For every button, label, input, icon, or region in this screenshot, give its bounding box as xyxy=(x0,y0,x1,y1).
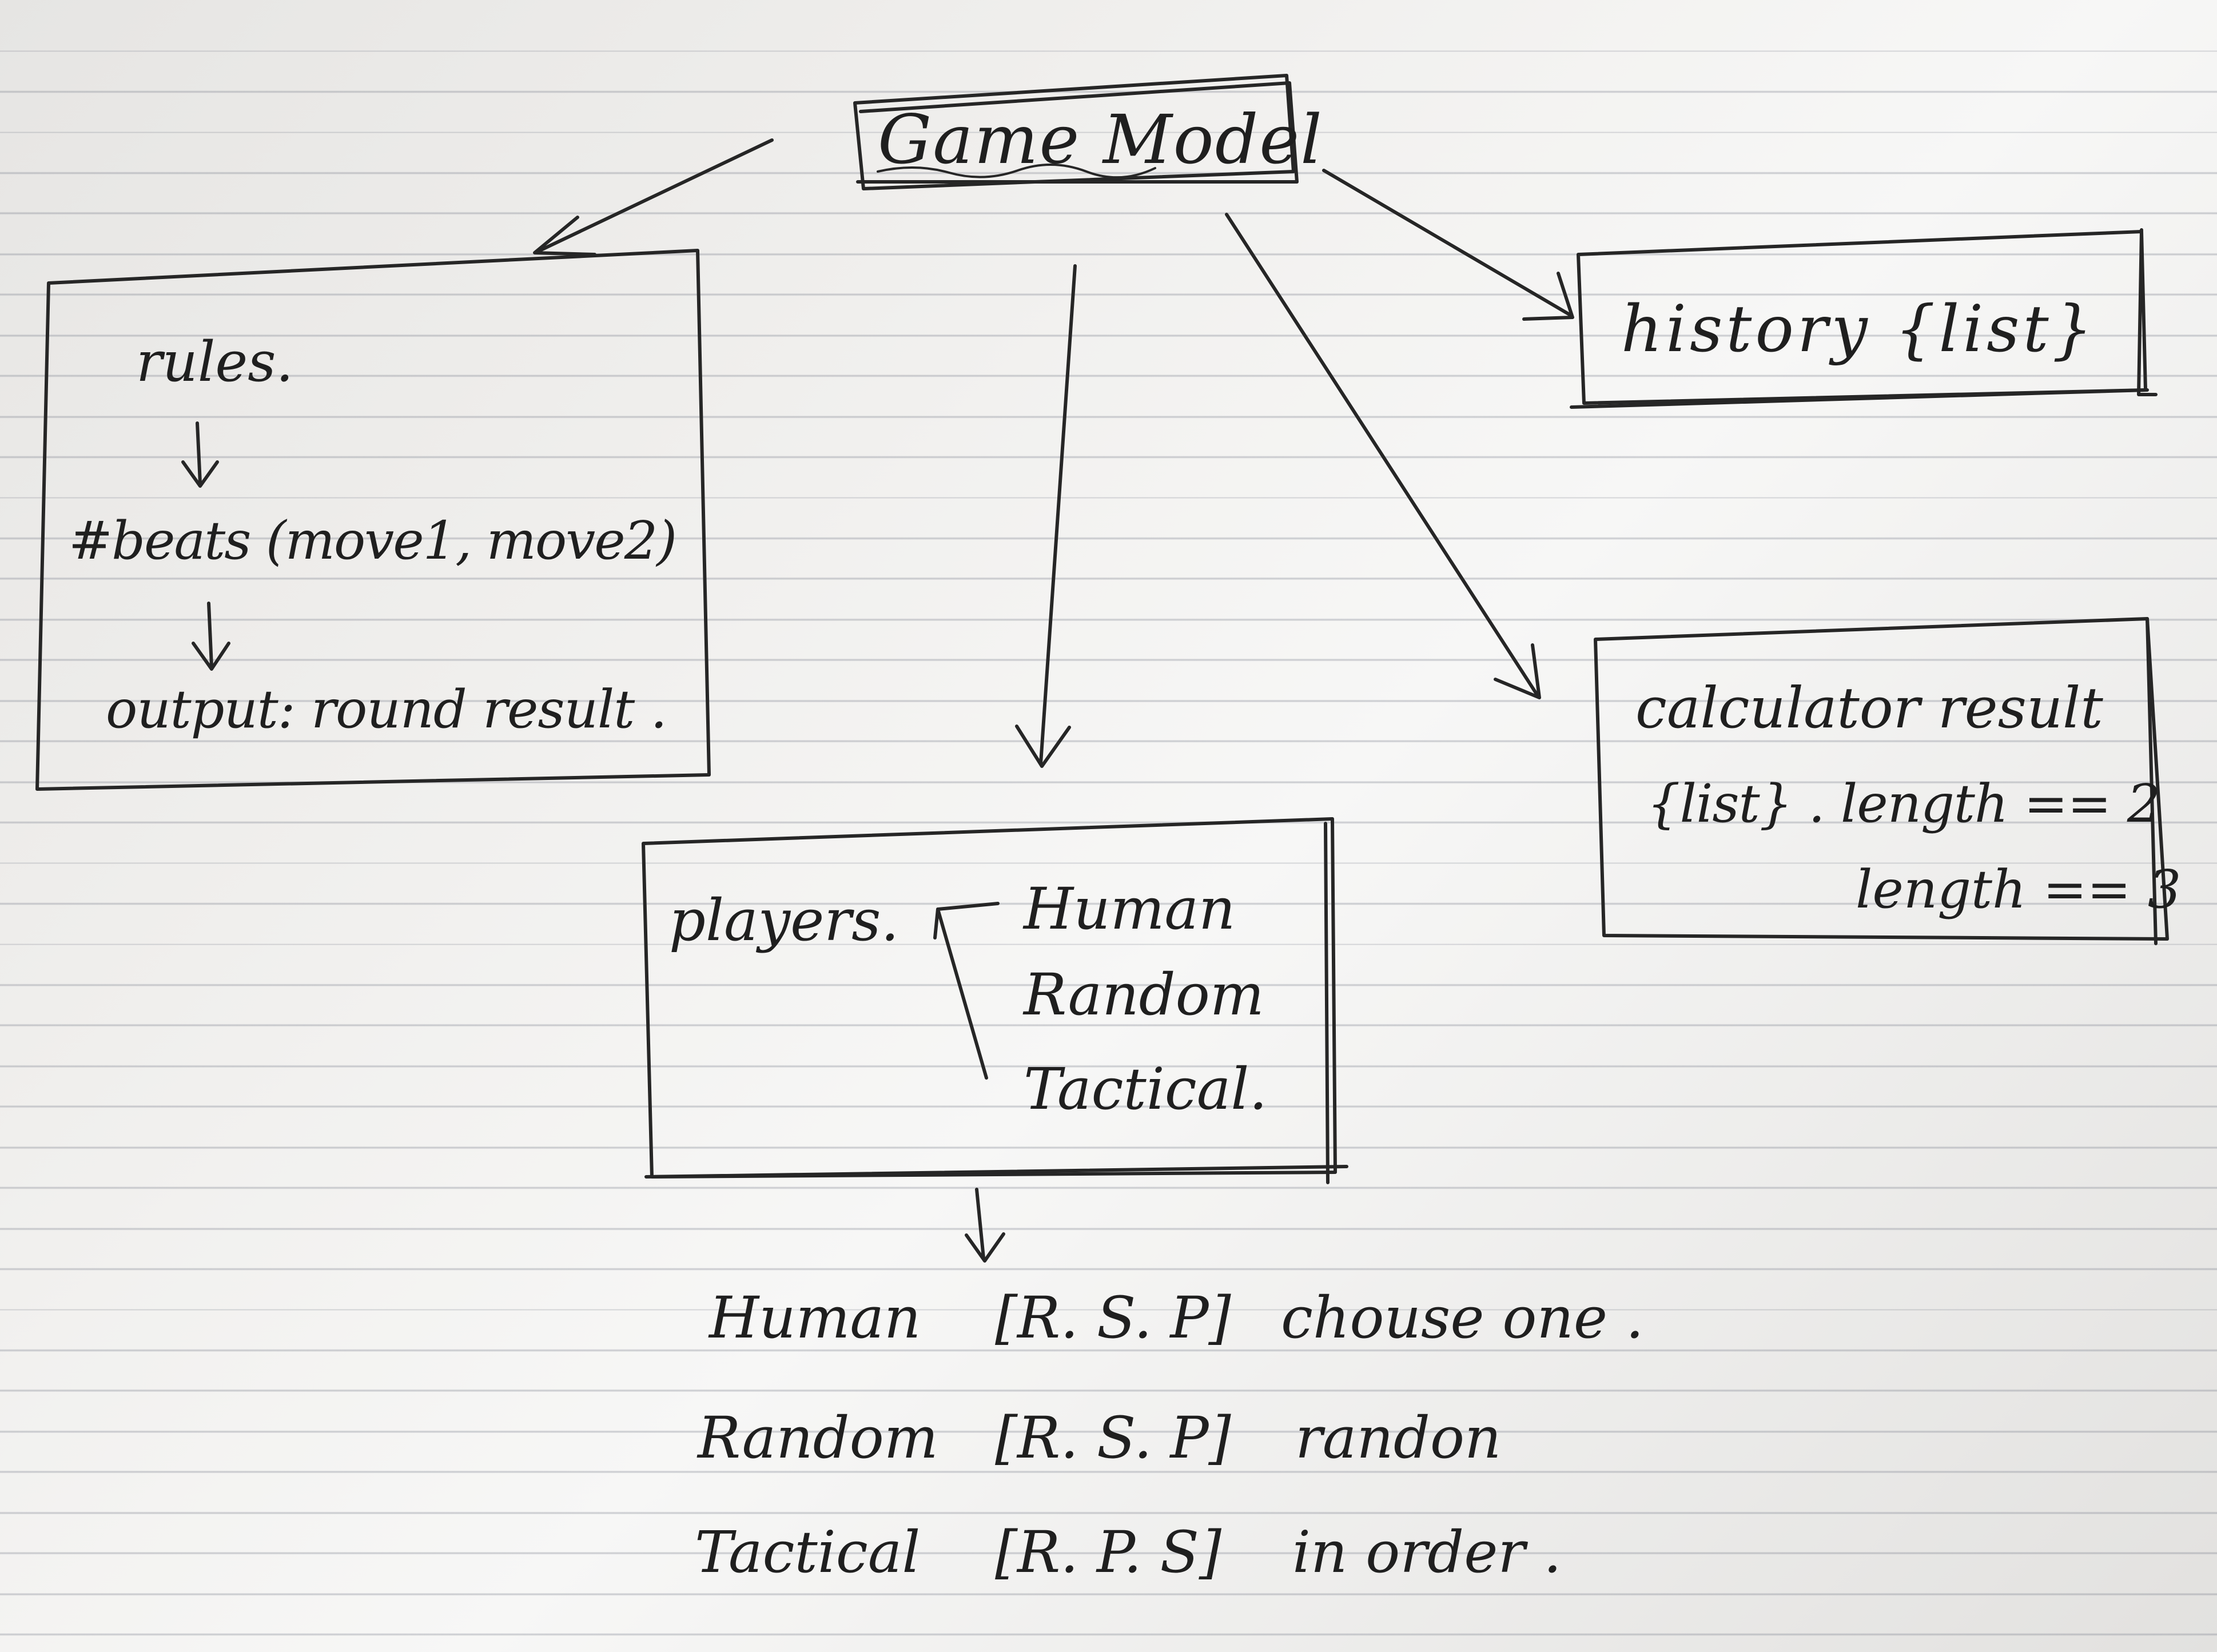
length-3-condition: length == 3 xyxy=(1856,859,2182,920)
player-moves-player: Human xyxy=(709,1284,921,1351)
arrow-to-rules xyxy=(533,138,774,256)
player-moves-player: Tactical xyxy=(695,1519,921,1586)
player-moves-note: in order . xyxy=(1292,1519,1562,1586)
player-type-tactical: Tactical. xyxy=(1024,1056,1268,1122)
player-moves-set: [R. S. P] xyxy=(995,1404,1231,1471)
history-box xyxy=(1570,228,2158,409)
rules-label: rules. xyxy=(136,330,294,394)
players-down-arrow xyxy=(965,1188,1005,1263)
calculator-box xyxy=(1594,617,2169,945)
arrow-to-players xyxy=(1015,264,1077,768)
player-moves-set: [R. P. S] xyxy=(995,1519,1221,1586)
rules-down-arrow-1 xyxy=(181,421,219,488)
players-label: players. xyxy=(669,887,899,954)
game-model-label: Game Model xyxy=(878,100,1323,179)
player-type-random: Random xyxy=(1024,961,1264,1028)
player-type-human: Human xyxy=(1024,875,1236,942)
rules-down-arrow-2 xyxy=(192,602,230,671)
players-box xyxy=(642,817,1348,1184)
rules-box xyxy=(35,249,711,791)
arrow-to-history xyxy=(1322,169,1574,321)
player-moves-set: [R. S. P] xyxy=(995,1284,1231,1351)
player-moves-note: chouse one . xyxy=(1281,1284,1644,1351)
arrow-to-calculator xyxy=(1225,213,1541,699)
output-label: output: round result . xyxy=(106,679,667,740)
beats-function-label: #beats (move1, move2) xyxy=(69,510,677,571)
game-model-box xyxy=(853,74,1299,190)
player-moves-player: Random xyxy=(698,1404,938,1471)
length-2-condition: {list} . length == 2 xyxy=(1647,773,2160,834)
player-moves-note: randon xyxy=(1295,1404,1502,1471)
calculator-result-label: calculator result xyxy=(1635,676,2103,741)
history-label: history {list} xyxy=(1621,292,2096,367)
players-bracket-arrow xyxy=(933,902,1000,1080)
